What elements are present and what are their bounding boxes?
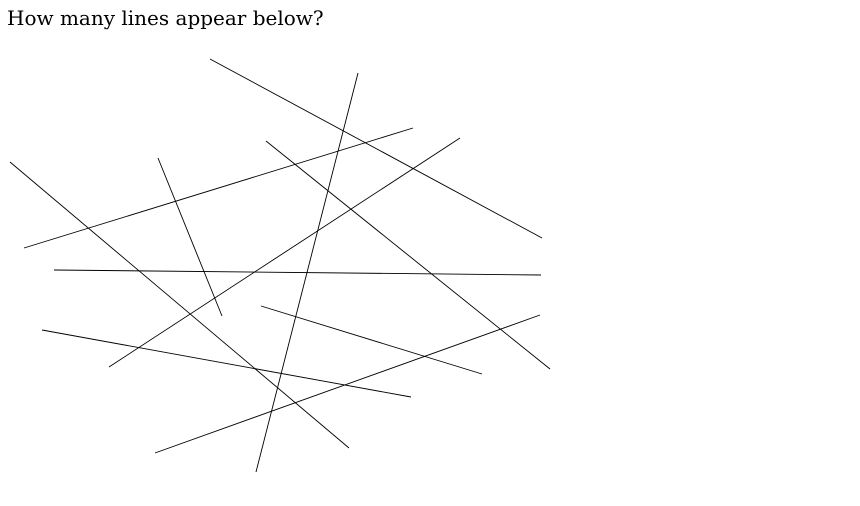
question-text: How many lines appear below? [7, 6, 324, 30]
line-8 [53, 269, 542, 276]
line-5 [265, 140, 551, 370]
line-9 [260, 305, 483, 375]
line-7 [157, 157, 223, 317]
line-4 [108, 137, 461, 368]
line-3 [23, 127, 414, 249]
line-1 [209, 58, 543, 239]
line-10 [41, 329, 412, 398]
line-11 [154, 314, 541, 454]
line-6 [9, 161, 350, 449]
